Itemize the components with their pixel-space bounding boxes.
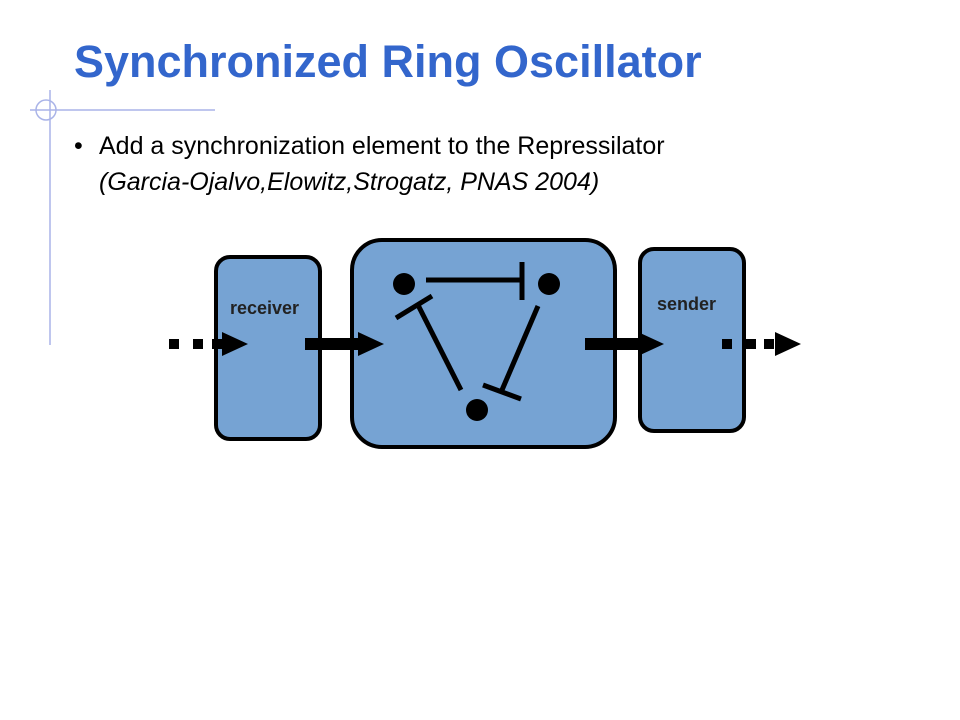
repression-edge-top (426, 262, 525, 300)
bullet-line-main: Add a synchronization element to the Rep… (99, 132, 665, 160)
bullet-citation: (Garcia-Ojalvo,Elowitz,Strogatz, PNAS 20… (99, 168, 600, 196)
receiver-label: receiver (230, 298, 299, 318)
bullet-item: • Add a synchronization element to the R… (74, 128, 874, 200)
node-top-left (393, 273, 415, 295)
signal-arrow-in-dashed (169, 332, 248, 356)
arrow-repressilator-to-sender (585, 332, 664, 356)
bullet-dot: • (74, 132, 83, 160)
repression-edge-right (482, 305, 541, 402)
decor-circle (35, 99, 57, 121)
node-top-right (538, 273, 560, 295)
node-bottom (466, 399, 488, 421)
arrow-receiver-to-repressilator (305, 332, 384, 356)
signal-arrow-out-dashed (722, 332, 801, 356)
sender-label: sender (657, 294, 716, 314)
bullet-text: Add a synchronization element to the Rep… (99, 128, 874, 200)
slide-title: Synchronized Ring Oscillator (74, 36, 702, 87)
repression-edge-left (394, 293, 464, 392)
